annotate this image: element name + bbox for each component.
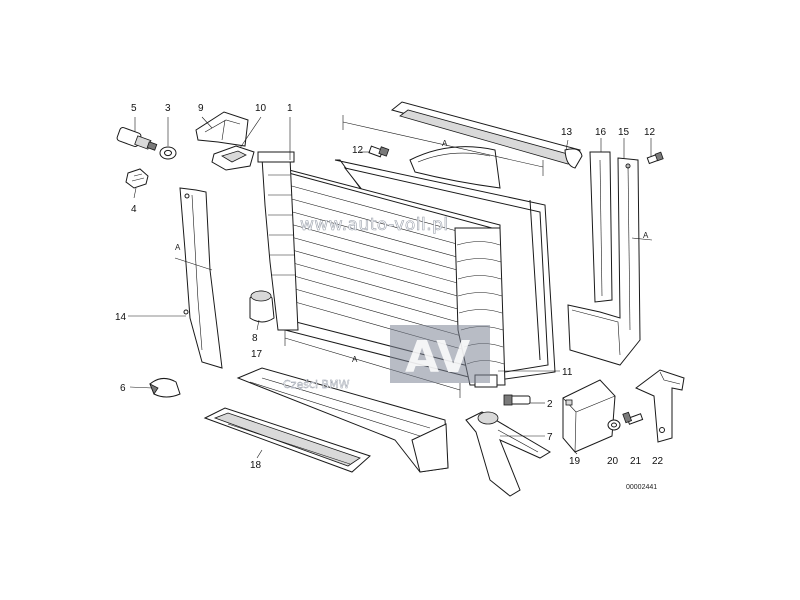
label-16: 16 <box>595 127 607 138</box>
dimension-a-top: A <box>442 139 448 148</box>
watermark-url: www.auto-voll.pl <box>300 215 449 235</box>
screw-12-right <box>646 151 664 165</box>
watermark-logo: AV <box>405 332 470 383</box>
label-8: 8 <box>252 333 258 344</box>
leader-lines <box>128 116 652 459</box>
label-22: 22 <box>652 456 664 467</box>
rubber-buffer <box>249 290 275 323</box>
control-unit <box>562 379 616 453</box>
label-18: 18 <box>250 460 262 471</box>
label-2: 2 <box>547 399 553 410</box>
air-guide-18 <box>203 407 371 473</box>
label-21: 21 <box>630 456 642 467</box>
hose-clamp <box>149 378 181 398</box>
rubber-mount <box>211 145 255 171</box>
label-6: 6 <box>120 383 126 394</box>
label-12-right: 12 <box>644 127 656 138</box>
bracket-7 <box>465 411 551 497</box>
label-1: 1 <box>287 103 293 114</box>
label-17: 17 <box>251 349 263 360</box>
label-11: 11 <box>562 367 573 378</box>
dimension-a-left: A <box>175 243 181 252</box>
label-7: 7 <box>547 432 553 443</box>
holder-22 <box>635 369 685 443</box>
label-14: 14 <box>115 312 127 323</box>
part-labels: 5 3 9 10 1 12 4 13 16 15 12 14 8 17 11 6… <box>115 103 664 471</box>
label-20: 20 <box>607 456 619 467</box>
washer <box>607 419 621 431</box>
dimension-a-right: A <box>643 231 649 240</box>
drain-plug <box>125 168 149 189</box>
dimension-lines <box>174 115 653 398</box>
label-5: 5 <box>131 103 137 114</box>
screw-12-center <box>368 145 390 158</box>
watermark-logo-box <box>390 325 490 383</box>
seal-16 <box>589 151 613 303</box>
bolt-21 <box>622 411 644 425</box>
dimension-marks: A A A A <box>175 139 649 364</box>
label-15: 15 <box>618 127 630 138</box>
screw-2 <box>503 394 531 406</box>
watermark-caption: Części BMW <box>283 378 350 391</box>
side-panel-left <box>179 187 223 369</box>
watermark: www.auto-voll.pl AV Części BMW <box>283 215 490 391</box>
label-13: 13 <box>561 127 573 138</box>
dimension-a-bottom: A <box>352 355 358 364</box>
sensor-switch <box>116 127 158 151</box>
label-3: 3 <box>165 103 171 114</box>
label-12-center: 12 <box>352 145 364 156</box>
side-panel-15 <box>567 157 641 366</box>
mounting-clip <box>195 111 249 147</box>
label-9: 9 <box>198 103 204 114</box>
seal-strip-top <box>390 101 583 169</box>
label-4: 4 <box>131 204 137 215</box>
sealing-ring <box>159 146 177 160</box>
label-10: 10 <box>255 103 267 114</box>
drawing-code: 00002441 <box>626 484 657 491</box>
label-19: 19 <box>569 456 581 467</box>
air-duct-lower <box>236 367 449 473</box>
